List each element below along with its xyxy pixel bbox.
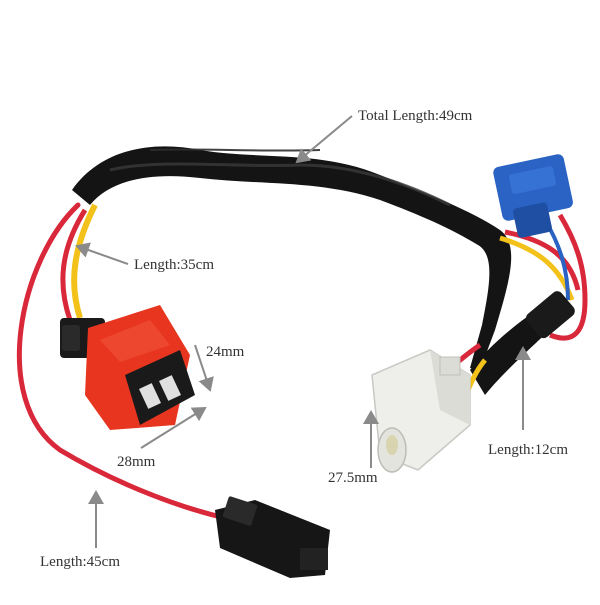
arrow-dim-24: [194, 344, 214, 392]
dimension-28mm-label: 28mm: [117, 454, 156, 470]
red-connector: [60, 305, 195, 430]
length-12-label: Length:12cm: [488, 442, 568, 458]
dimension-27-5mm-label: 27.5mm: [328, 470, 378, 486]
black-plug: [215, 496, 330, 578]
arrow-total-length: [295, 115, 353, 164]
length-35-label: Length:35cm: [134, 257, 214, 273]
red-wire-45cm: [16, 202, 228, 521]
length-45-label: Length:45cm: [40, 554, 120, 570]
red-wire-short: [60, 208, 88, 321]
arrow-dim-28: [140, 406, 207, 449]
dimension-24mm-label: 24mm: [206, 344, 245, 360]
total-length-label: Total Length:49cm: [358, 108, 473, 124]
blue-branch-wires: [504, 229, 581, 291]
arrow-length-35: [75, 242, 129, 265]
white-connector: [371, 349, 471, 473]
blue-connector: [493, 154, 573, 238]
black-sleeve-main: [72, 146, 512, 370]
yellow-wire: [71, 203, 98, 319]
